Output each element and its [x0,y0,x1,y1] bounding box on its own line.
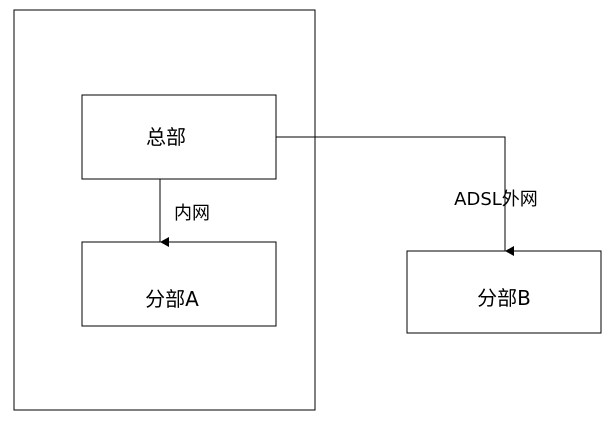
headquarters-node: 总部 [81,94,277,180]
headquarters-box [81,94,277,180]
external-network-label: ADSL外网 [454,189,538,210]
external-network-arrow [276,136,514,256]
branch-a-node: 分部A [81,241,277,327]
internal-network-boundary [13,9,316,411]
headquarters-label: 总部 [146,125,186,149]
branch-a-label: 分部A [145,287,199,311]
branch-b-box [406,250,602,334]
branch-b-node: 分部B [406,250,602,334]
branch-a-box [81,241,277,327]
internal-network-label: 内网 [174,203,210,224]
branch-b-label: 分部B [477,286,531,310]
